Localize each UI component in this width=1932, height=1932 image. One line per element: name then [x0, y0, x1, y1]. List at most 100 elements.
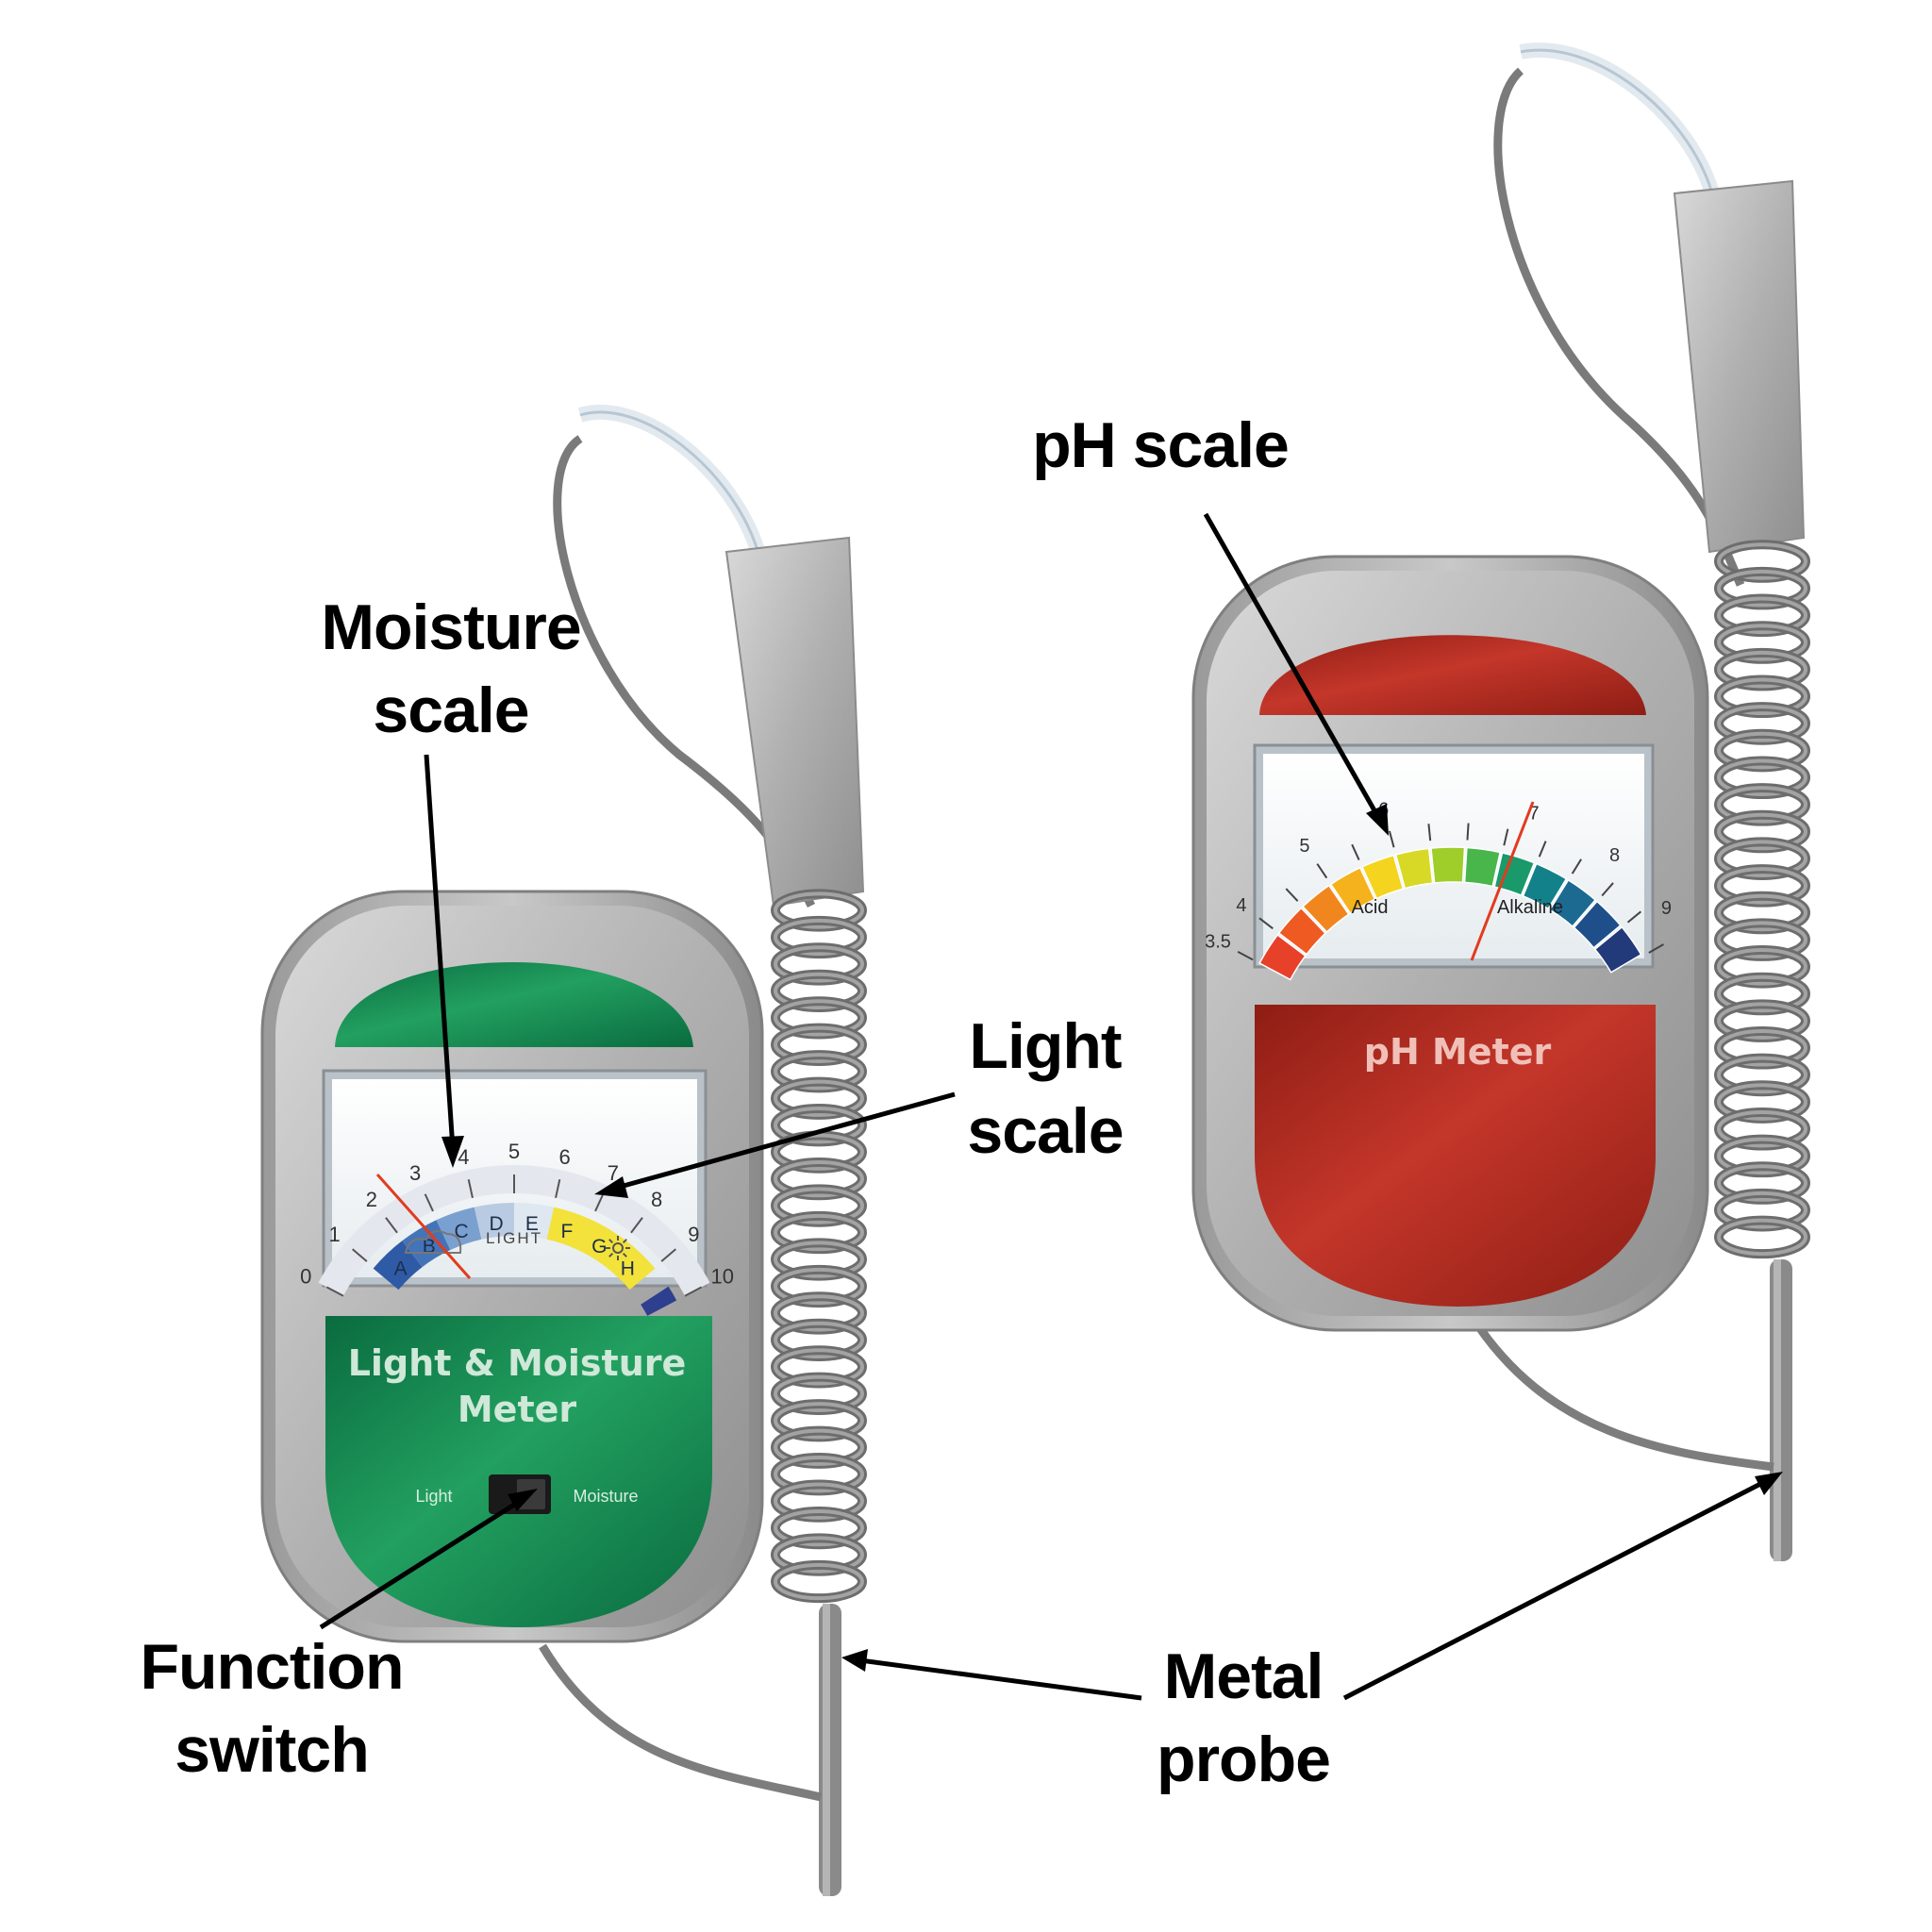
coil-highlight: [1717, 758, 1807, 796]
ph-scale-number: 7: [1528, 803, 1539, 824]
switch-label-moisture: Moisture: [573, 1487, 638, 1506]
ph-tick: [1285, 888, 1299, 902]
ph-tick: [1538, 841, 1547, 858]
callout-light-arrow: [612, 1091, 956, 1191]
callout-ph-scale: pH scale: [1032, 409, 1389, 836]
coil-highlight: [774, 1428, 864, 1466]
ph-band-segment: [1277, 907, 1327, 956]
brand-label-line2: Meter: [458, 1389, 577, 1430]
light-scale-letter: E: [525, 1213, 539, 1235]
moisture-tick: [325, 1286, 344, 1297]
coil-highlight: [774, 1079, 864, 1117]
ph-band-segment: [1258, 934, 1307, 981]
ph-band-segment: [1522, 862, 1568, 910]
coil-highlight: [774, 1402, 864, 1440]
ph-coiled-cable: [1714, 540, 1810, 1259]
ph-band-segment: [1394, 847, 1434, 890]
moisture-tick: [630, 1217, 643, 1234]
cloud-icon: [404, 1230, 462, 1254]
ph-band-segment: [1548, 878, 1597, 928]
coil-highlight: [774, 1562, 864, 1601]
callout-metal-probe: Metal probe: [841, 1472, 1783, 1795]
moisture-tick: [424, 1193, 434, 1212]
coil-highlight: [1717, 650, 1807, 689]
ph-clear-tube: [1519, 42, 1720, 196]
coil-highlight: [1717, 867, 1807, 905]
light-scale-letter: D: [489, 1213, 503, 1235]
coil-highlight: [1717, 1109, 1807, 1148]
ph-tick: [1237, 950, 1254, 961]
moisture-scale-number: 9: [688, 1223, 699, 1246]
ph-tick: [1258, 917, 1274, 930]
sun-icon: [606, 1236, 630, 1260]
ph-meter: 3.5456789AcidAlkaline pH Meter: [1191, 42, 1810, 1561]
light-band-segment: [546, 1207, 592, 1250]
moisture-tick: [385, 1217, 398, 1234]
ph-top-panel: [1259, 635, 1646, 715]
moisture-tick: [684, 1286, 703, 1297]
coil-highlight: [1717, 1029, 1807, 1067]
moisture-arc: [318, 1165, 710, 1296]
coil-highlight: [774, 1267, 864, 1306]
light-band-segment: [577, 1220, 626, 1268]
moisture-scale-number: 7: [608, 1161, 619, 1185]
coil-highlight: [1717, 1164, 1807, 1202]
coil-highlight: [1717, 921, 1807, 958]
ph-tick: [1388, 830, 1395, 848]
light-band-segment: [514, 1203, 555, 1240]
ph-scale-number: 5: [1299, 836, 1309, 857]
coil-highlight: [774, 891, 864, 929]
light-scale-word: LIGHT: [486, 1229, 542, 1247]
coil-highlight: [774, 945, 864, 983]
callout-function-line2: switch: [175, 1714, 369, 1786]
ph-band-segment: [1360, 854, 1405, 900]
callout-light-scale: Light scale: [594, 1010, 1124, 1198]
ph-tick: [1316, 863, 1328, 879]
bottom-cable: [539, 1643, 822, 1802]
moisture-scale-number: 0: [300, 1265, 311, 1289]
callout-function-arrow: [319, 1497, 524, 1630]
moisture-scale-number: 1: [328, 1223, 340, 1246]
coil-highlight: [1717, 596, 1807, 635]
moisture-scale-number: 4: [458, 1145, 469, 1169]
callout-moisture-scale: Moisture scale: [321, 591, 582, 1168]
callout-function-line1: Function: [140, 1631, 403, 1703]
coil-highlight: [1717, 948, 1807, 986]
coil-highlight: [1717, 840, 1807, 877]
moisture-scale-number: 2: [366, 1188, 377, 1211]
ph-probe-handle: [1673, 179, 1806, 554]
switch-label-light: Light: [415, 1487, 452, 1506]
moisture-scale-number: 10: [710, 1265, 733, 1289]
ph-band-segment: [1430, 846, 1466, 884]
light-scale-letter: C: [454, 1221, 468, 1242]
coil-highlight: [774, 1482, 864, 1520]
coil-highlight: [1717, 1056, 1807, 1094]
ph-band-segment: [1593, 925, 1642, 974]
coil-highlight: [1717, 731, 1807, 770]
callout-moisture-line2: scale: [373, 675, 528, 746]
ph-scale-number: 4: [1236, 895, 1246, 916]
coil-highlight: [774, 999, 864, 1037]
moisture-scale-number: 5: [508, 1140, 520, 1163]
coil-highlight: [774, 1508, 864, 1547]
light-band-segment: [474, 1203, 514, 1240]
light-scale-letter: H: [621, 1257, 635, 1279]
light-scale-letter: A: [394, 1257, 408, 1279]
callout-moisture-line1: Moisture: [321, 591, 580, 663]
light-scale-letter: G: [591, 1236, 607, 1257]
ph-tick: [1601, 882, 1614, 897]
coil-highlight: [774, 1025, 864, 1063]
coil-highlight: [1717, 812, 1807, 851]
meter-needle: [375, 1174, 472, 1279]
callout-ph-label: pH scale: [1032, 409, 1289, 481]
ph-band-segment: [1302, 884, 1350, 933]
ph-needle: [1470, 801, 1535, 961]
ph-scale-number: 9: [1661, 898, 1672, 919]
coil-highlight: [774, 1294, 864, 1332]
coil-highlight: [774, 1159, 864, 1198]
callout-probe-line1: Metal: [1164, 1641, 1324, 1712]
coil-highlight: [774, 1374, 864, 1412]
ph-tick: [1648, 943, 1664, 954]
ph-tick: [1466, 823, 1470, 841]
